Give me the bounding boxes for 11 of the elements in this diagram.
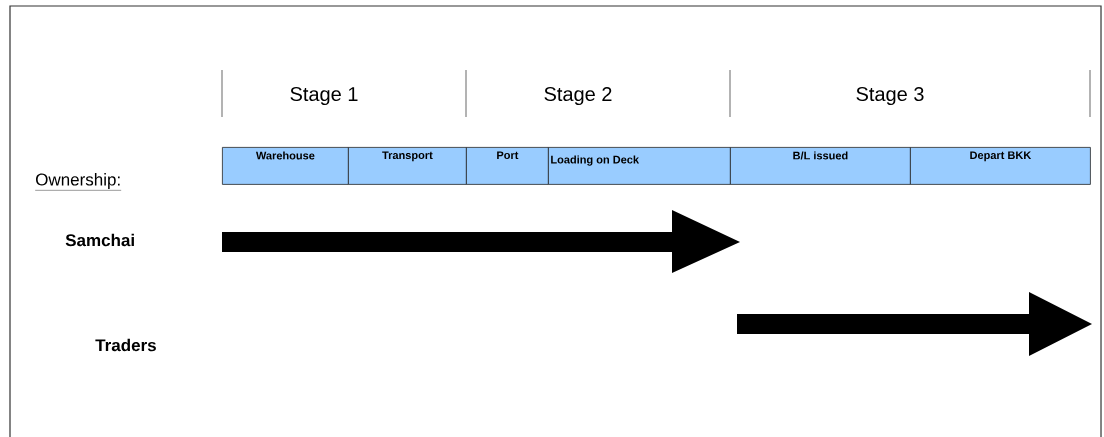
stage-step-cell: Depart BKK [910,147,1091,185]
stage-step-cell: Warehouse [222,147,349,185]
party-label: Traders [95,338,156,352]
stage-label: Stage 2 [544,86,612,106]
stage-step-cell: Port [466,147,549,185]
stage-step-cell: Transport [348,147,467,185]
stage-label: Stage 3 [856,86,924,106]
section-label: Ownership: [35,173,122,191]
party-label: Samchai [65,233,134,247]
stage-step-cell: B/L issued [730,147,911,185]
stage-label: Stage 1 [290,86,358,106]
